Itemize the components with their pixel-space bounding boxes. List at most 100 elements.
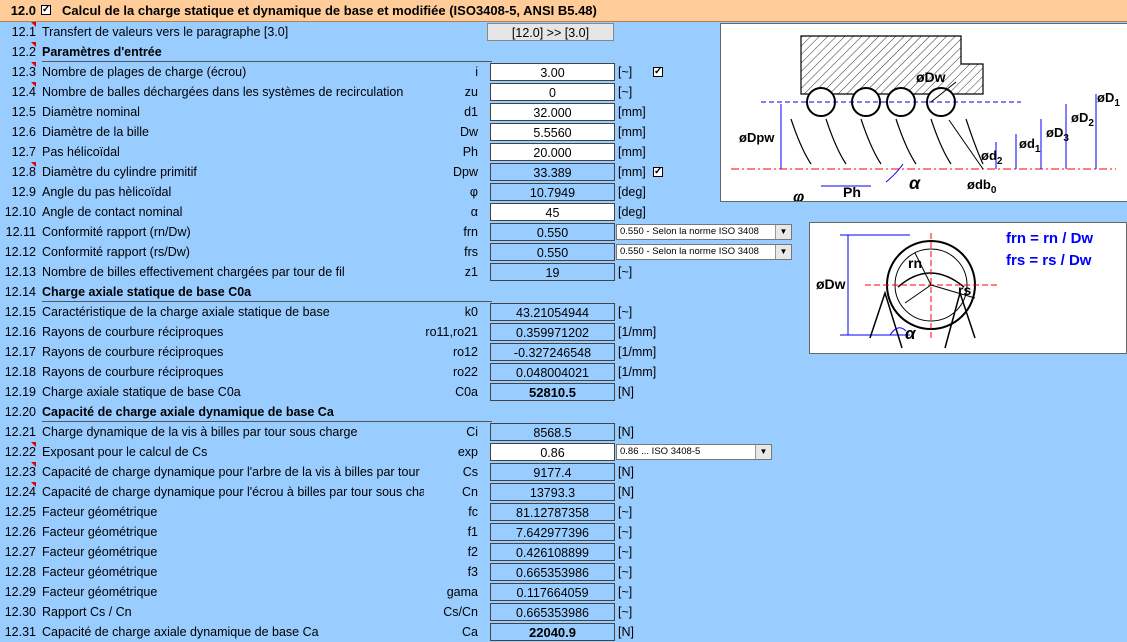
row-number: 12.23 — [4, 465, 36, 479]
section-label: Capacité de charge axiale dynamique de b… — [42, 402, 492, 422]
row-unit: [mm] — [618, 165, 646, 179]
row-dropdown[interactable]: 0.550 - Selon la norme ISO 3408▼ — [616, 244, 792, 260]
row-label: Caractéristique de la charge axiale stat… — [42, 305, 330, 319]
row-value[interactable]: 45 — [490, 203, 615, 221]
row-symbol: C0a — [455, 385, 478, 399]
row-unit: [deg] — [618, 185, 646, 199]
row-value: 0.550 — [490, 223, 615, 241]
comment-marker — [31, 82, 36, 87]
fig1-alpha-label: α — [909, 173, 921, 193]
row-value: 7.642977396 — [490, 523, 615, 541]
svg-text:øD2: øD2 — [1071, 110, 1094, 129]
row-unit: [1/mm] — [618, 345, 657, 359]
row-unit: [~] — [618, 265, 633, 279]
row-value[interactable]: 20.000 — [490, 143, 615, 161]
row-value[interactable]: 0.86 — [490, 443, 615, 461]
row-symbol: ro22 — [452, 365, 478, 379]
row-unit: [mm] — [618, 145, 646, 159]
row-value: 0.665353986 — [490, 563, 615, 581]
fig1-D3-label: øD — [1046, 125, 1063, 140]
row-value[interactable]: 3.00 — [490, 63, 615, 81]
row-value: 33.389 — [490, 163, 615, 181]
row-symbol: φ — [469, 185, 478, 199]
row-unit: [deg] — [618, 205, 646, 219]
row-label: Nombre de billes effectivement chargées … — [42, 265, 345, 279]
row-label: Capacité de charge axiale dynamique de b… — [42, 625, 319, 639]
row-unit: [~] — [618, 85, 633, 99]
row-unit: [~] — [618, 545, 633, 559]
fig2-frn-formula: frn = rn / Dw — [1006, 230, 1093, 247]
row-label: Diamètre du cylindre primitif — [42, 165, 197, 179]
row-number: 12.29 — [4, 585, 36, 599]
row-value[interactable]: 5.5560 — [490, 123, 615, 141]
row-value[interactable]: 32.000 — [490, 103, 615, 121]
fig1-dpw-label: øDpw — [739, 130, 775, 145]
row-number: 12.12 — [4, 245, 36, 259]
row-unit: [~] — [618, 585, 633, 599]
svg-text:ød2: ød2 — [981, 148, 1003, 167]
row-number: 12.2 — [11, 45, 36, 59]
row-number: 12.18 — [4, 365, 36, 379]
row-value[interactable]: 0 — [490, 83, 615, 101]
row-number: 12.26 — [4, 525, 36, 539]
section-title: Calcul de la charge statique et dynamiqu… — [62, 3, 597, 18]
row-symbol: z1 — [464, 265, 478, 279]
comment-marker — [31, 22, 36, 27]
fig2-dw-label: øDw — [816, 276, 846, 292]
section-row: 12.20 Capacité de charge axiale dynamique… — [0, 402, 720, 422]
row-value: 0.665353986 — [490, 603, 615, 621]
fig2-alpha-label: α — [905, 324, 917, 343]
row-number: 12.20 — [4, 405, 36, 419]
row-label: Charge dynamique de la vis à billes par … — [42, 425, 358, 439]
row-dropdown[interactable]: 0.86 ... ISO 3408-5▼ — [616, 444, 772, 460]
row-label: Facteur géométrique — [42, 545, 158, 559]
row-label: Rayons de courbure réciproques — [42, 325, 224, 339]
svg-text:øD3: øD3 — [1046, 125, 1069, 144]
row-checkbox[interactable]: ✓ — [653, 166, 663, 177]
row-unit: [mm] — [618, 105, 646, 119]
row-dropdown[interactable]: 0.550 - Selon la norme ISO 3408▼ — [616, 224, 792, 240]
row-unit: [~] — [618, 305, 633, 319]
section-label: Paramètres d'entrée — [42, 42, 492, 62]
chevron-down-icon[interactable]: ▼ — [775, 245, 791, 259]
row-value: 13793.3 — [490, 483, 615, 501]
row-label: Exposant pour le calcul de Cs — [42, 445, 208, 459]
svg-text:øD1: øD1 — [1097, 90, 1120, 109]
row-symbol: d1 — [464, 105, 478, 119]
row-number: 12.24 — [4, 485, 36, 499]
transfer-button[interactable]: [12.0] >> [3.0] — [487, 23, 614, 41]
row-number: 12.8 — [11, 165, 36, 179]
row-symbol: f2 — [467, 545, 478, 559]
row-number: 12.10 — [4, 205, 36, 219]
row-number: 12.1 — [11, 25, 36, 39]
row-label: Transfert de valeurs vers le paragraphe … — [42, 25, 289, 39]
row-label: Facteur géométrique — [42, 585, 158, 599]
row-label: Rayons de courbure réciproques — [42, 345, 224, 359]
fig1-ph-label: Ph — [843, 184, 861, 200]
row-number: 12.9 — [11, 185, 36, 199]
row-unit: [1/mm] — [618, 325, 657, 339]
row-unit: [1/mm] — [618, 365, 657, 379]
chevron-down-icon[interactable]: ▼ — [755, 445, 771, 459]
comment-marker — [31, 442, 36, 447]
row-unit: [N] — [618, 425, 634, 439]
row-checkbox[interactable]: ✓ — [653, 66, 663, 77]
row-symbol: f1 — [467, 525, 478, 539]
row-value: -0.327246548 — [490, 343, 615, 361]
chevron-down-icon[interactable]: ▼ — [775, 225, 791, 239]
row-symbol: exp — [457, 445, 478, 459]
section-checkbox[interactable]: ✓ — [41, 4, 51, 15]
row-symbol: zu — [464, 85, 478, 99]
